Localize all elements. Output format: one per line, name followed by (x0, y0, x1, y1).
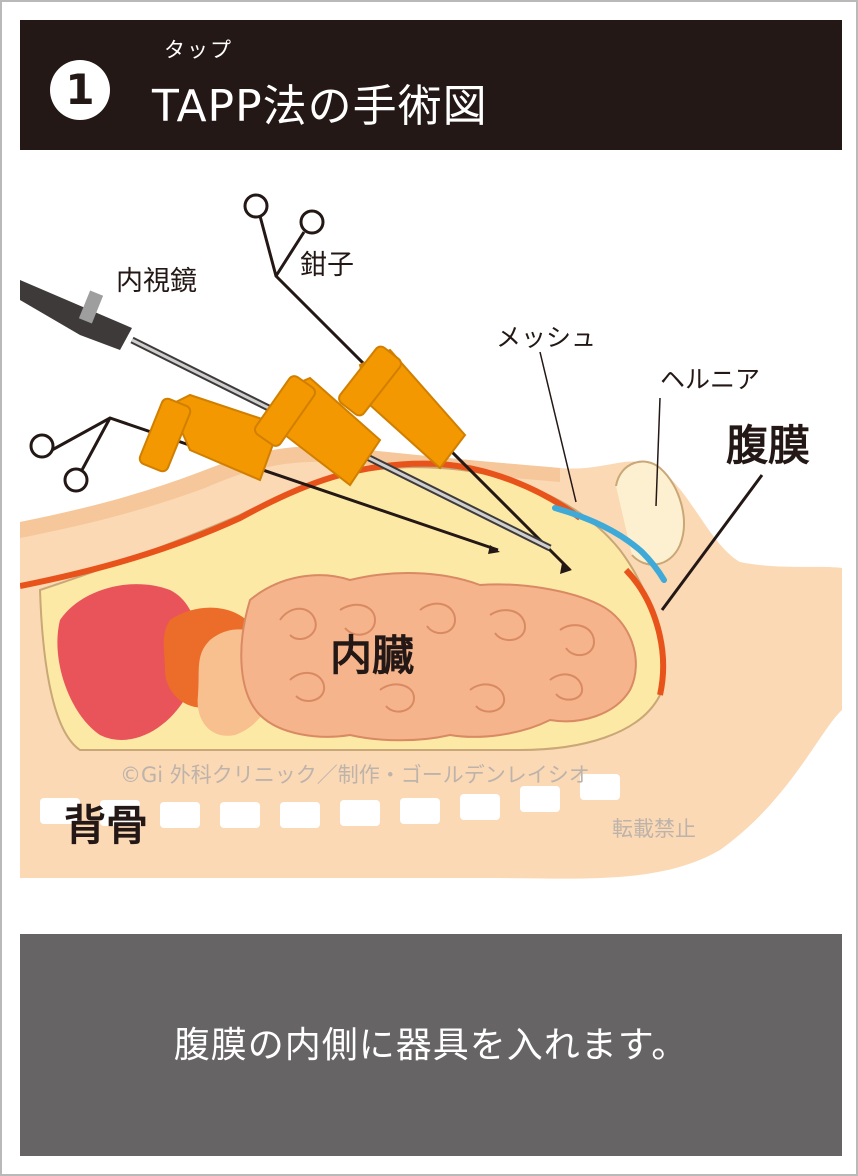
header-bar: 1 タップ TAPP法の手術図 (20, 20, 842, 150)
forceps-left (29, 416, 499, 552)
caption-box: 腹膜の内側に器具を入れます。 (20, 934, 842, 1156)
hernia-sac (615, 460, 685, 566)
vertebra (280, 802, 320, 828)
trocar-middle (253, 375, 382, 487)
spine-label: 背骨 (64, 801, 148, 850)
page-title: TAPP法の手術図 (152, 81, 488, 132)
hernia-label: ヘルニア (660, 365, 760, 394)
vertebra (100, 800, 140, 826)
mesh-leader (539, 351, 577, 503)
vertebra (40, 798, 80, 824)
mesh (552, 505, 667, 583)
liver (57, 584, 199, 740)
hernia-leader (655, 397, 661, 507)
vertebra (400, 798, 440, 824)
vertebra (340, 800, 380, 826)
tapp-surgery-diagram: 内視鏡 鉗子 メッシュ ヘルニア 腹膜 内臓 背骨 ©Gi 外科クリニック／制作… (20, 193, 842, 879)
caption-text: 腹膜の内側に器具を入れます。 (173, 1025, 689, 1066)
intestines (240, 572, 637, 742)
watermark-credit: ©Gi 外科クリニック／制作・ゴールデンレイシオ (120, 763, 590, 787)
viscera-label: 内臓 (330, 631, 414, 680)
title-ruby: タップ (164, 38, 233, 62)
peritoneum-leader (660, 474, 764, 611)
trocar-left (138, 393, 282, 482)
forceps-label: 鉗子 (300, 250, 354, 281)
vertebra (520, 786, 560, 812)
endoscope-label: 内視鏡 (116, 266, 197, 297)
peritoneum-line (20, 460, 582, 589)
step-number-badge: 1 (50, 60, 110, 120)
vertebrae (40, 774, 620, 828)
vertebra (160, 802, 200, 828)
mesh-label: メッシュ (496, 323, 596, 352)
vertebra (580, 774, 620, 800)
watermark-notice: 転載禁止 (612, 817, 696, 841)
peritoneum-label: 腹膜 (726, 421, 810, 470)
trocar-right (338, 345, 467, 470)
forceps-right (243, 193, 572, 572)
vertebra (460, 794, 500, 820)
vertebra (220, 802, 260, 828)
